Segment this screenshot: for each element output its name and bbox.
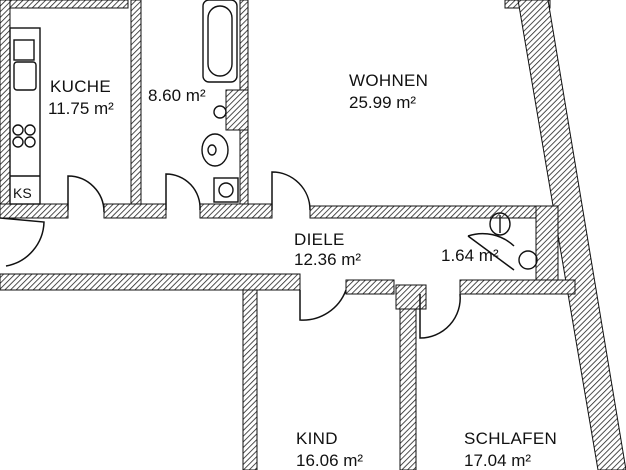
- wall-corridor-top-3: [199, 203, 273, 219]
- door-kind: [299, 289, 347, 321]
- wall-kitchen-left: [0, 0, 11, 211]
- wall-corridor-top-1: [0, 203, 69, 219]
- bath-fixtures: [201, 0, 239, 203]
- wall-kind-schlafen-cap: [395, 284, 427, 310]
- wall-kind-left: [242, 289, 258, 470]
- wall-bath-wohnen-thick: [225, 89, 249, 131]
- bathtub-icon: [202, 0, 238, 83]
- stove-burner-icon: [12, 136, 24, 148]
- room-name-kind: KIND: [296, 429, 338, 448]
- room-area-schlafen: 17.04 m²: [464, 451, 531, 470]
- room-area-bad: 8.60 m²: [148, 86, 206, 105]
- room-name-diele: DIELE: [294, 230, 345, 249]
- door-bath: [165, 173, 201, 211]
- wall-corridor-bottom-2: [345, 279, 395, 295]
- room-name-wohnen: WOHNEN: [349, 71, 428, 90]
- wall-wc-right: [535, 205, 559, 287]
- wall-kind-schlafen: [399, 289, 417, 470]
- toilet-icon: [213, 177, 239, 203]
- room-name-kueche: KUCHE: [50, 77, 111, 96]
- sink-basin: [13, 61, 37, 91]
- stove-burner-icon: [12, 124, 24, 136]
- kitchen-fixtures: [9, 27, 41, 205]
- room-labels: KUCHE 11.75 m² 8.60 m² WOHNEN 25.99 m² D…: [48, 71, 557, 470]
- sink-icon: [13, 39, 35, 61]
- wall-corridor-top-2: [103, 203, 167, 219]
- right-exterior-wall: [517, 0, 626, 470]
- wc-basin-icon: [489, 212, 511, 236]
- door-schlafen: [419, 293, 461, 339]
- wc-toilet-icon: [518, 250, 538, 270]
- door-entry: [0, 217, 45, 267]
- wall-corridor-bottom-3: [459, 279, 576, 295]
- room-area-kind: 16.06 m²: [296, 451, 363, 470]
- door-wohnen: [271, 171, 311, 211]
- kitchen-counter: [9, 27, 41, 205]
- room-area-wc: 1.64 m²: [441, 246, 499, 265]
- door-kitchen: [67, 175, 105, 213]
- drain-icon: [213, 105, 227, 119]
- washbasin-icon: [201, 133, 229, 167]
- wall-corridor-top-4: [309, 205, 551, 219]
- wall-corridor-bottom-1: [0, 273, 301, 291]
- doors: [0, 171, 515, 339]
- stove-burner-icon: [24, 124, 36, 136]
- room-name-schlafen: SCHLAFEN: [464, 429, 557, 448]
- top-wall-left: [0, 0, 129, 9]
- stove-burner-icon: [24, 136, 36, 148]
- wc-fixtures: [489, 212, 538, 270]
- room-area-diele: 12.36 m²: [294, 250, 361, 269]
- room-area-kueche: 11.75 m²: [48, 99, 114, 118]
- fridge-label: KS: [13, 185, 32, 201]
- wall-kitchen-bath: [130, 0, 142, 211]
- door-wc: [467, 232, 515, 271]
- room-area-wohnen: 25.99 m²: [349, 93, 416, 112]
